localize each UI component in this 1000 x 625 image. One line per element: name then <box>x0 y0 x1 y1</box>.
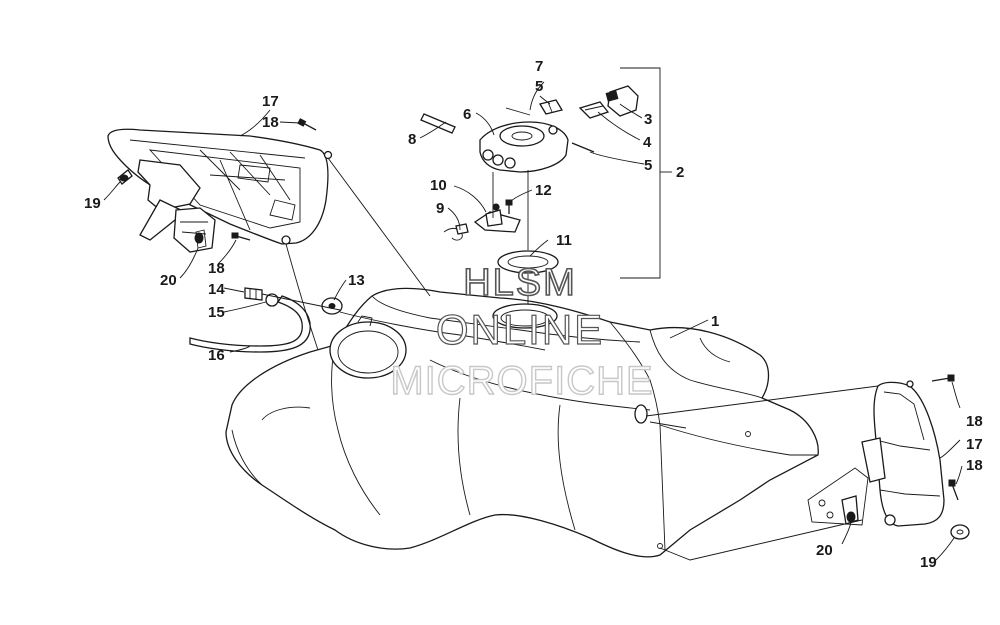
watermark-line-2: ONLINE <box>436 306 604 353</box>
leader-lines <box>103 67 963 561</box>
callout-18-right-top: 18 <box>966 413 983 430</box>
callout-10: 10 <box>430 177 447 194</box>
callout-3: 3 <box>644 111 652 128</box>
callout-2: 2 <box>676 164 684 181</box>
callout-17-left: 17 <box>262 93 279 110</box>
callout-13: 13 <box>348 272 365 289</box>
watermark: HLSM ONLINE MICROFICHE <box>390 261 654 404</box>
callout-5-top: 5 <box>535 78 543 95</box>
callout-20-left: 20 <box>160 272 177 289</box>
callout-6: 6 <box>463 106 471 123</box>
watermark-line-1: HLSM <box>463 262 577 304</box>
callout-9: 9 <box>436 200 444 217</box>
callout-18-right-bottom: 18 <box>966 457 983 474</box>
callout-17-right: 17 <box>966 436 983 453</box>
callout-7: 7 <box>535 58 543 75</box>
right-side-panel <box>807 374 970 540</box>
callout-4: 4 <box>643 134 652 151</box>
vent-line-fittings <box>189 287 546 353</box>
callout-19-left: 19 <box>84 195 101 212</box>
callout-11: 11 <box>556 232 572 249</box>
left-side-panel <box>107 118 333 253</box>
callout-8: 8 <box>408 131 416 148</box>
callout-18-left-bottom: 18 <box>208 260 225 277</box>
callout-numbers: 1 2 3 4 5 5 6 7 8 9 10 11 12 13 14 15 16… <box>84 58 983 571</box>
callout-19-right: 19 <box>920 554 937 571</box>
callout-1: 1 <box>711 313 719 330</box>
callout-14: 14 <box>208 281 225 298</box>
callout-20-right: 20 <box>816 542 833 559</box>
callout-18-left-top: 18 <box>262 114 279 131</box>
callout-12: 12 <box>535 182 552 199</box>
callout-5-lower: 5 <box>644 157 652 174</box>
callout-16: 16 <box>208 347 225 364</box>
watermark-line-3: MICROFICHE <box>390 359 653 403</box>
fuel-tank <box>225 287 819 558</box>
callout-15: 15 <box>208 304 225 321</box>
